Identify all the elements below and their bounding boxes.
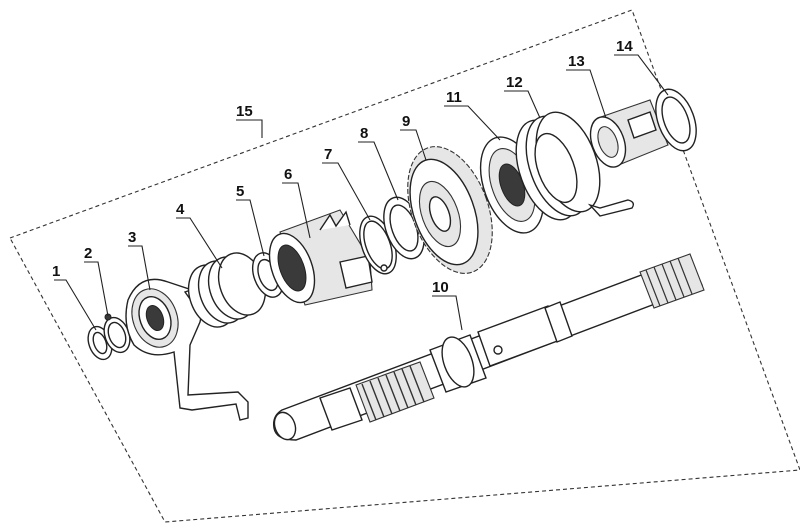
callout-10: 10 xyxy=(432,279,449,296)
callout-11: 11 xyxy=(446,89,462,106)
part-14-washer xyxy=(655,88,697,152)
assembly-boundary xyxy=(9,9,800,523)
part-3-bracket xyxy=(125,278,249,421)
callout-14: 14 xyxy=(616,38,633,55)
leader-lines xyxy=(54,54,669,331)
callout-8: 8 xyxy=(360,125,368,142)
callout-7: 7 xyxy=(324,146,332,163)
part-9-gear xyxy=(407,146,493,274)
part-1-washer xyxy=(87,325,113,361)
callout-5: 5 xyxy=(236,183,244,200)
callout-15: 15 xyxy=(236,103,253,120)
part-12-torsion-spring xyxy=(515,111,635,221)
callout-9: 9 xyxy=(402,113,410,130)
callout-13: 13 xyxy=(568,53,585,70)
part-2-circlip xyxy=(103,313,131,354)
callout-12: 12 xyxy=(506,74,523,91)
callout-6: 6 xyxy=(284,166,292,183)
callout-4: 4 xyxy=(176,201,185,218)
callout-1: 1 xyxy=(52,263,60,280)
callout-3: 3 xyxy=(128,229,136,246)
part-13-sleeve xyxy=(589,99,669,168)
part-10-shaft xyxy=(272,253,705,441)
callout-2: 2 xyxy=(84,245,92,262)
part-6-ratchet xyxy=(268,209,373,306)
